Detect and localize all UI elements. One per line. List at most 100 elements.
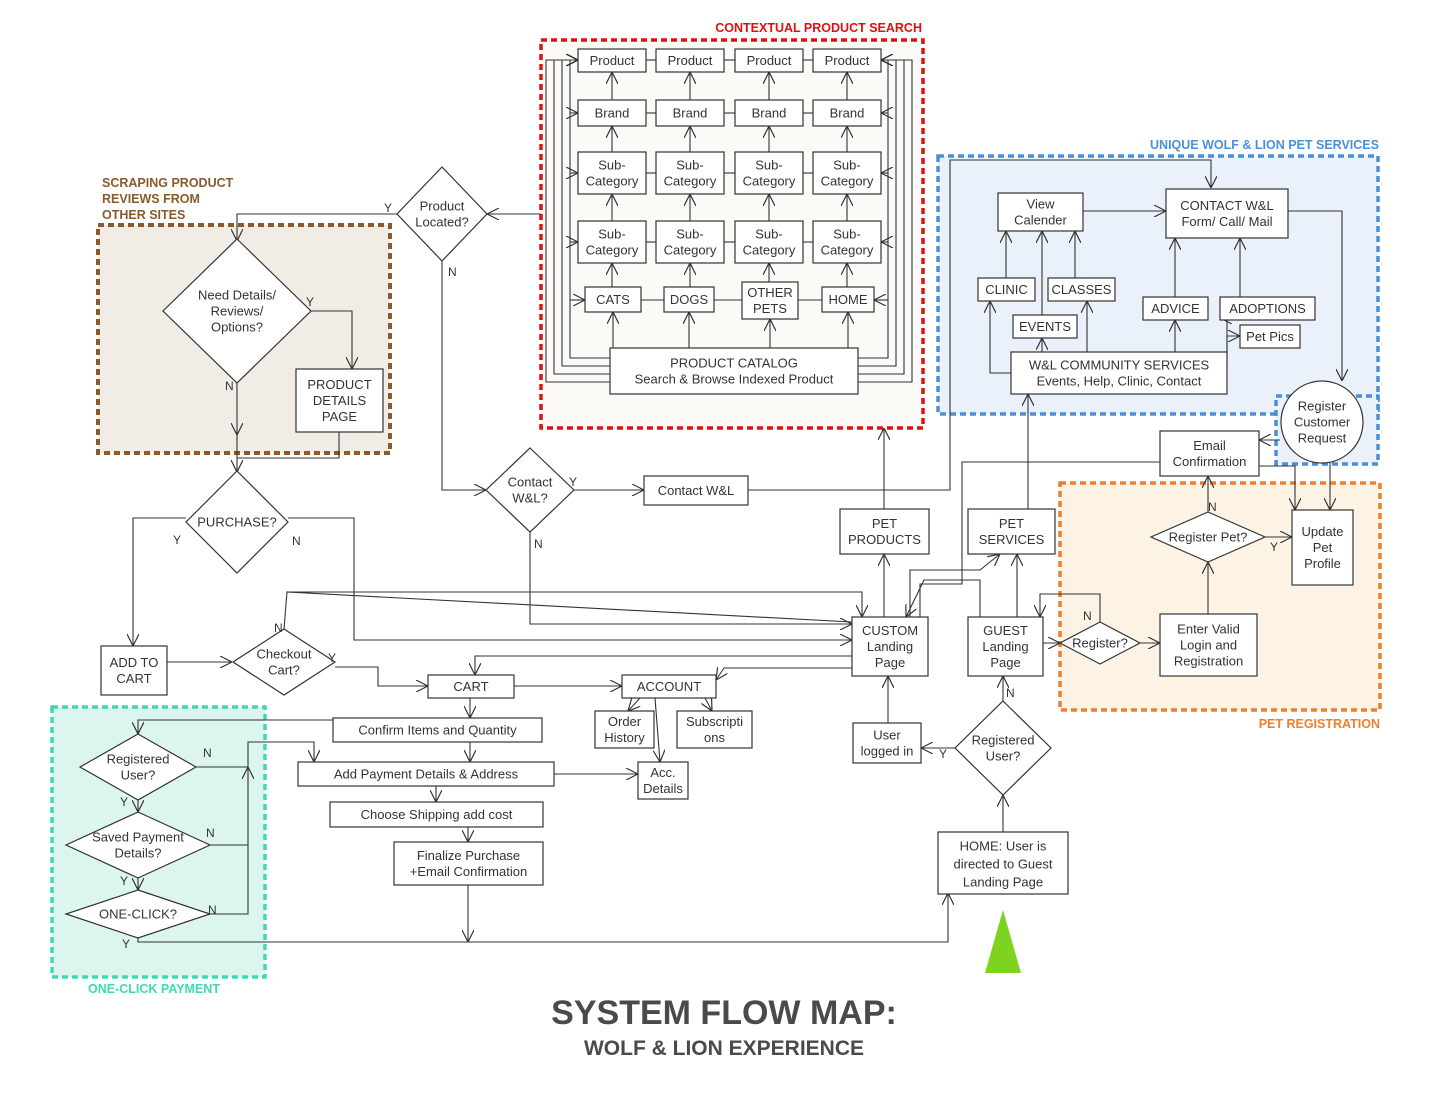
brand-2[interactable]: Brand: [655, 99, 725, 127]
register-decision[interactable]: Register?: [1058, 621, 1142, 665]
no-registered-pay: N: [203, 746, 212, 760]
register-customer-request-label: Request: [1298, 431, 1347, 446]
one-click-decision-label: ONE-CLICK?: [99, 907, 177, 922]
region-title-scraping-2: REVIEWS FROM: [102, 192, 200, 206]
arrow-account-order: [628, 697, 640, 711]
guest-landing-page-label: Page: [990, 655, 1020, 670]
need-details-decision[interactable]: Need Details/Reviews/Options?: [162, 238, 312, 384]
advice[interactable]: ADVICE: [1142, 296, 1209, 321]
subcategory-lower-2[interactable]: Sub-Category: [655, 220, 725, 264]
register-pet-decision[interactable]: Register Pet?: [1149, 511, 1267, 563]
finalize-purchase[interactable]: Finalize Purchase+Email Confirmation: [393, 841, 544, 886]
brand-3[interactable]: Brand: [734, 99, 804, 127]
pet-services-label: SERVICES: [979, 532, 1045, 547]
category-home-label: HOME: [829, 292, 868, 307]
clinic[interactable]: CLINIC: [977, 277, 1036, 302]
subcategory-lower-3-label: Sub-: [755, 227, 782, 242]
choose-shipping[interactable]: Choose Shipping add cost: [329, 801, 544, 828]
home-start-label: Landing Page: [963, 874, 1043, 889]
arrow-contact-no: [529, 532, 852, 624]
category-cats[interactable]: CATS: [584, 286, 642, 313]
arrow-guest-petproducts: [906, 579, 981, 617]
enter-login-label: Login and: [1180, 638, 1237, 653]
contact-wl[interactable]: Contact W&L: [643, 475, 749, 506]
category-dogs[interactable]: DOGS: [663, 286, 715, 313]
checkout-decision-label: Checkout: [257, 647, 312, 662]
subcategory-upper-3[interactable]: Sub-Category: [734, 151, 804, 195]
home-start-label: directed to Guest: [954, 856, 1053, 871]
product-2-label: Product: [668, 53, 713, 68]
cart[interactable]: CART: [427, 674, 515, 699]
product-3-label: Product: [747, 53, 792, 68]
subcategory-upper-4[interactable]: Sub-Category: [812, 151, 882, 195]
subcategory-upper-2[interactable]: Sub-Category: [655, 151, 725, 195]
account-label: ACCOUNT: [637, 679, 701, 694]
arrow-contact-wl: [748, 159, 1211, 491]
adoptions[interactable]: ADOPTIONS: [1219, 296, 1316, 321]
region-title-scraping-3: OTHER SITES: [102, 208, 185, 222]
enter-login-label: Registration: [1174, 654, 1243, 669]
category-home[interactable]: HOME: [821, 286, 875, 313]
contact-form-label: CONTACT W&L: [1180, 198, 1273, 213]
product-3[interactable]: Product: [734, 48, 804, 73]
yes-need-details: Y: [306, 295, 314, 309]
add-payment[interactable]: Add Payment Details & Address: [297, 761, 555, 787]
account[interactable]: ACCOUNT: [621, 674, 717, 699]
product-4[interactable]: Product: [812, 48, 882, 73]
subscriptions-label: ons: [704, 730, 725, 745]
product-1-label: Product: [590, 53, 635, 68]
product-located-decision-label: Located?: [415, 215, 469, 230]
subcategory-lower-3[interactable]: Sub-Category: [734, 220, 804, 264]
brand-4[interactable]: Brand: [812, 99, 882, 127]
yes-product-located: Y: [384, 201, 392, 215]
region-title-scraping-1: SCRAPING PRODUCT: [102, 176, 234, 190]
acc-details[interactable]: Acc.Details: [637, 761, 689, 800]
product-1[interactable]: Product: [577, 48, 647, 73]
yes-one-click: Y: [122, 937, 130, 951]
pet-pics[interactable]: Pet Pics: [1239, 324, 1301, 349]
purchase-decision[interactable]: PURCHASE?: [185, 470, 289, 574]
one-click-decision[interactable]: ONE-CLICK?: [64, 889, 212, 939]
registered-user-payment-decision-label: User?: [121, 768, 156, 783]
subcategory-upper-1[interactable]: Sub-Category: [577, 151, 647, 195]
subcategory-lower-4[interactable]: Sub-Category: [812, 220, 882, 264]
subcategory-lower-1[interactable]: Sub-Category: [577, 220, 647, 264]
guest-landing-page-label: GUEST: [983, 623, 1028, 638]
classes[interactable]: CLASSES: [1047, 277, 1116, 302]
brand-1[interactable]: Brand: [577, 99, 647, 127]
cart-label: CART: [453, 679, 488, 694]
arrow-details-to-purchase: [237, 432, 340, 459]
acc-details-label: Details: [643, 781, 683, 796]
confirm-items[interactable]: Confirm Items and Quantity: [332, 717, 543, 743]
order-history-label: Order: [608, 714, 642, 729]
events[interactable]: EVENTS: [1012, 314, 1078, 339]
product-2[interactable]: Product: [655, 48, 725, 73]
yes-saved-payment: Y: [120, 874, 128, 888]
custom-landing-page-label: CUSTOM: [862, 623, 918, 638]
